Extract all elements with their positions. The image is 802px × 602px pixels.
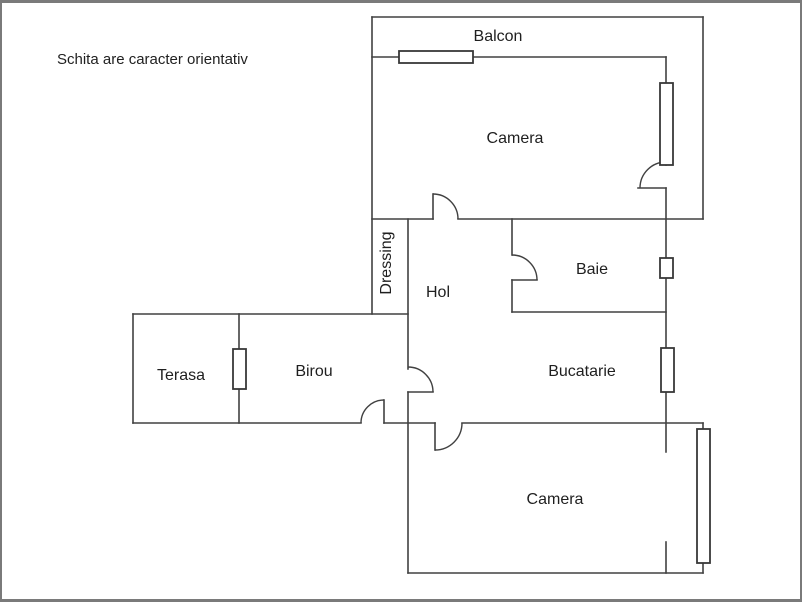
window-symbol [659, 257, 674, 279]
room-label-hol: Hol [426, 284, 450, 301]
door-swing-arc [360, 399, 385, 424]
walls-layer [132, 16, 704, 574]
door-swing-arc [434, 422, 463, 451]
window-symbol [660, 347, 675, 393]
room-label-camera-top: Camera [487, 130, 544, 147]
door-swing-arc [511, 254, 538, 281]
disclaimer-note: Schita are caracter orientativ [57, 51, 248, 68]
room-label-dressing: Dressing [378, 231, 395, 294]
window-symbol [232, 348, 247, 390]
window-symbols-layer [232, 50, 711, 564]
room-label-terasa: Terasa [157, 367, 205, 384]
window-symbol [696, 428, 711, 564]
room-label-camera-bottom: Camera [527, 491, 584, 508]
room-label-balcon: Balcon [474, 28, 523, 45]
window-symbol [398, 50, 474, 64]
door-swing-arc [407, 366, 434, 393]
room-label-baie: Baie [576, 261, 608, 278]
door-arcs-layer [360, 161, 667, 451]
window-symbol [659, 82, 674, 166]
door-swing-arc [432, 193, 459, 220]
floorplan-drawing: Schita are caracter orientativ BalconCam… [57, 16, 711, 574]
room-label-bucatarie: Bucatarie [548, 363, 616, 380]
room-label-birou: Birou [295, 363, 332, 380]
